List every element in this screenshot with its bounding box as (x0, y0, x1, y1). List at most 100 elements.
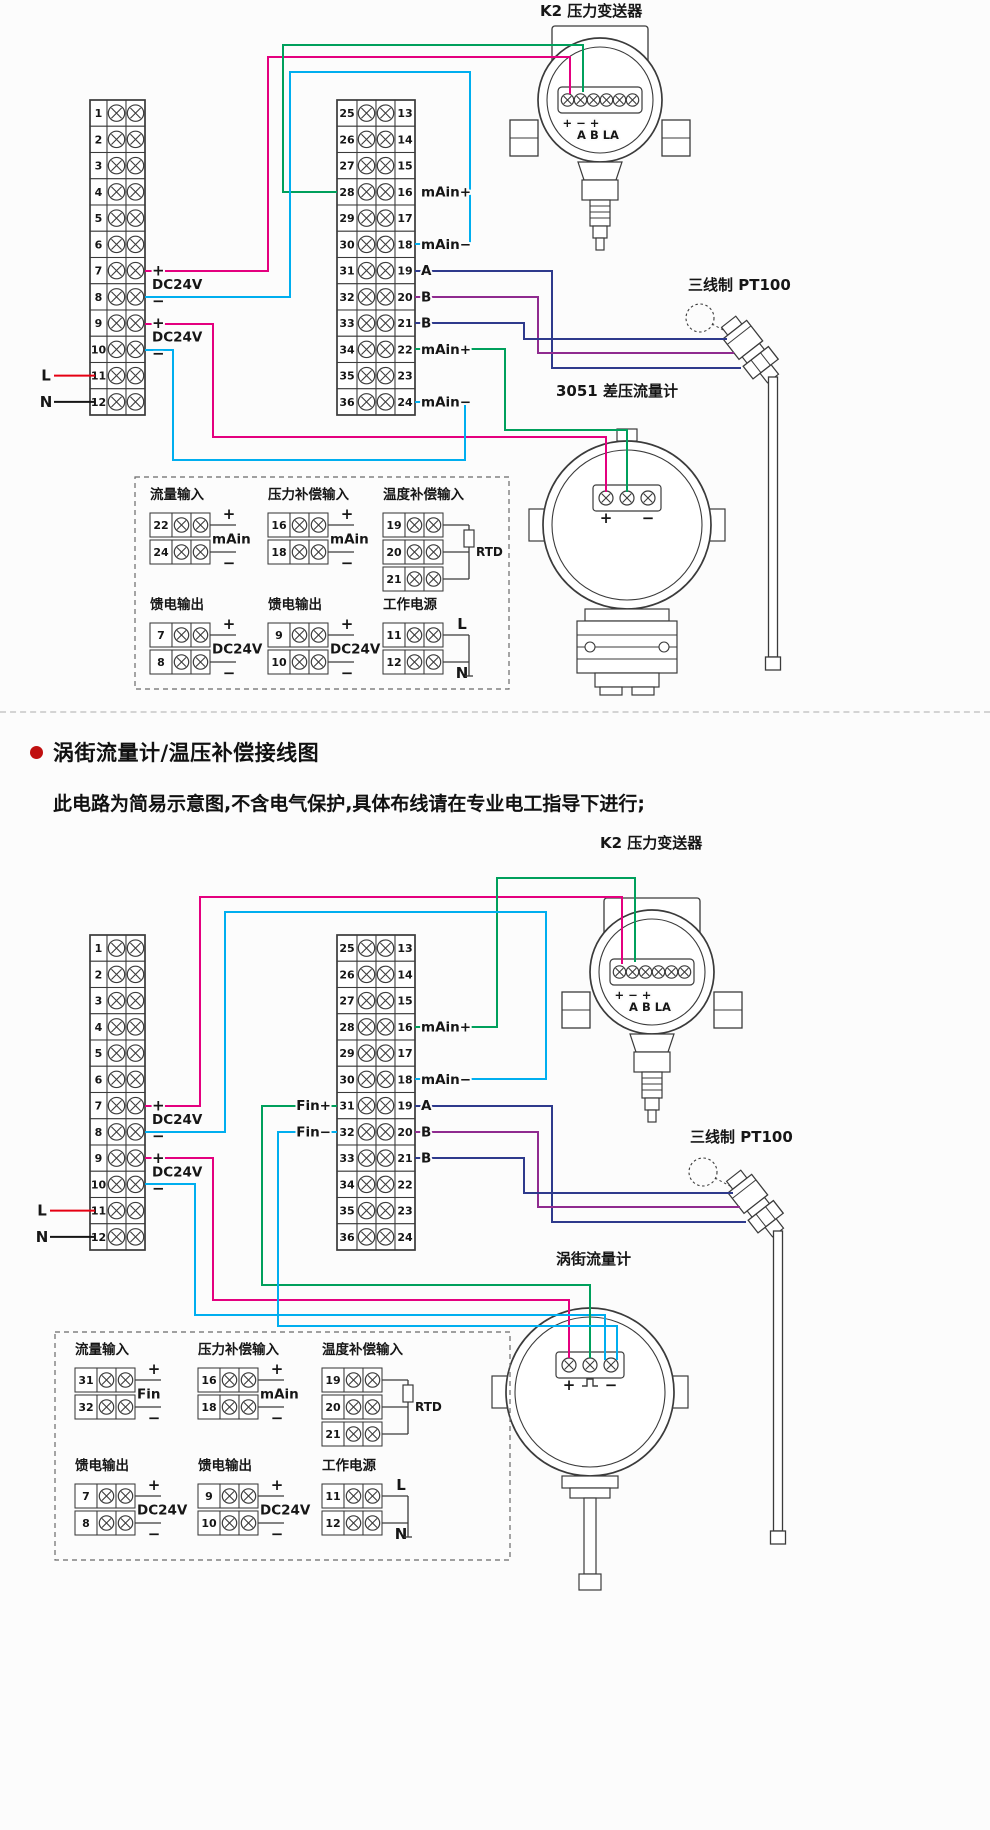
section-title: 涡街流量计/温压补偿接线图 (53, 741, 320, 765)
terminal-function-panel: 流量输入22+24−mAin压力补偿输入16+18−mAin温度补偿输入1920… (134, 476, 510, 690)
terminal-number: 12 (91, 1231, 106, 1244)
signal-label: B (421, 316, 431, 332)
terminal-number: 11 (386, 629, 401, 642)
meter-caption: 涡街流量计 (556, 1250, 631, 1268)
terminal-number: 2 (95, 968, 103, 981)
terminal-number: 15 (397, 995, 412, 1008)
panel-group-title: 馈电输出 (75, 1457, 129, 1474)
terminal-number: 20 (325, 1401, 341, 1414)
meter-caption: 3051 差压流量计 (556, 382, 678, 400)
dc-label: − (152, 292, 165, 310)
terminal-number: 9 (95, 1152, 103, 1165)
terminal-number: 7 (157, 629, 165, 642)
signal-label: mAin− (421, 394, 471, 410)
panel-mid-label: DC24V (260, 1503, 311, 1519)
terminal-number: 18 (397, 238, 412, 251)
mains-label: L (41, 367, 51, 385)
signal-label: B (421, 1124, 431, 1140)
k2-terminal-signs: + − + (563, 116, 600, 130)
wire-navy (415, 270, 741, 369)
meter-plus: + (600, 509, 613, 527)
terminal-tag: + (223, 615, 236, 633)
terminal-number: 4 (95, 186, 103, 199)
terminal-number: 33 (339, 317, 354, 330)
pt100-sensor (688, 1157, 787, 1545)
terminal-tag: − (148, 1409, 161, 1427)
terminal-number: 10 (271, 656, 287, 669)
terminal-number: 12 (91, 396, 106, 409)
terminal-number: 8 (95, 291, 103, 304)
pt100-caption: 三线制 PT100 (690, 1128, 793, 1146)
signal-label: A (421, 1098, 432, 1114)
wire-magenta (145, 896, 623, 1107)
k2-caption: K2 压力变送器 (540, 2, 643, 20)
terminal-number: 31 (78, 1374, 93, 1387)
terminal-number: 20 (397, 291, 413, 304)
terminal-number: 13 (397, 942, 412, 955)
wire-magenta (145, 1157, 570, 1358)
pt100-caption: 三线制 PT100 (688, 276, 791, 294)
terminal-number: 25 (339, 107, 354, 120)
panel-group-title: 流量输入 (150, 486, 204, 503)
terminal-number: 19 (386, 519, 401, 532)
terminal-tag: + (341, 505, 354, 523)
terminal-number: 29 (339, 1047, 354, 1060)
terminal-tag: L (396, 1476, 406, 1494)
terminal-number: 8 (82, 1517, 90, 1530)
terminal-tag: − (271, 1525, 284, 1543)
terminal-number: 5 (95, 212, 103, 225)
panel-group-title: 温度补偿输入 (322, 1341, 403, 1358)
terminal-tag: + (271, 1360, 284, 1378)
mains-label: L (37, 1202, 47, 1220)
terminal-number: 24 (397, 396, 413, 409)
terminal-tag: + (148, 1360, 161, 1378)
terminal-number: 19 (397, 265, 412, 278)
panel-group-title: 工作电源 (322, 1457, 376, 1474)
terminal-number: 22 (397, 343, 412, 356)
signal-label: Fin− (296, 1124, 331, 1140)
k2-terminal-letters: A B LA (577, 128, 619, 142)
dc-label: − (152, 1179, 165, 1197)
terminal-number: 11 (91, 370, 106, 383)
signal-label: mAin+ (421, 1019, 471, 1035)
panel-mid-label: DC24V (330, 642, 381, 658)
panel-group-title: 馈电输出 (268, 596, 322, 613)
terminal-number: 15 (397, 160, 412, 173)
terminal-number: 1 (95, 942, 103, 955)
terminal-tag: − (148, 1525, 161, 1543)
dc-label: + (152, 314, 165, 332)
dc-label: + (152, 1149, 165, 1167)
terminal-number: 21 (386, 573, 401, 586)
terminal-number: 5 (95, 1047, 103, 1060)
terminal-number: 20 (397, 1126, 413, 1139)
terminal-number: 1 (95, 107, 103, 120)
wire-cyan (145, 349, 466, 461)
dc-label: + (152, 262, 165, 280)
dc-label: DC24V (152, 330, 203, 346)
terminal-number: 30 (339, 1073, 355, 1086)
terminal-number: 17 (397, 1047, 412, 1060)
terminal-number: 31 (339, 1100, 354, 1113)
terminal-function-panel: 流量输入31+32−Fin压力补偿输入16+18−mAin温度补偿输入19202… (54, 1331, 511, 1561)
terminal-number: 19 (397, 1100, 412, 1113)
section-heading: 涡街流量计/温压补偿接线图 (30, 737, 319, 767)
signal-label: mAin+ (421, 184, 471, 200)
signal-label: mAin+ (421, 342, 471, 358)
terminal-tag: − (223, 664, 236, 682)
terminal-number: 36 (339, 396, 355, 409)
terminal-number: 21 (397, 1152, 412, 1165)
signal-label: B (421, 289, 431, 305)
terminal-tag: N (456, 664, 469, 682)
dc-label: DC24V (152, 277, 203, 293)
